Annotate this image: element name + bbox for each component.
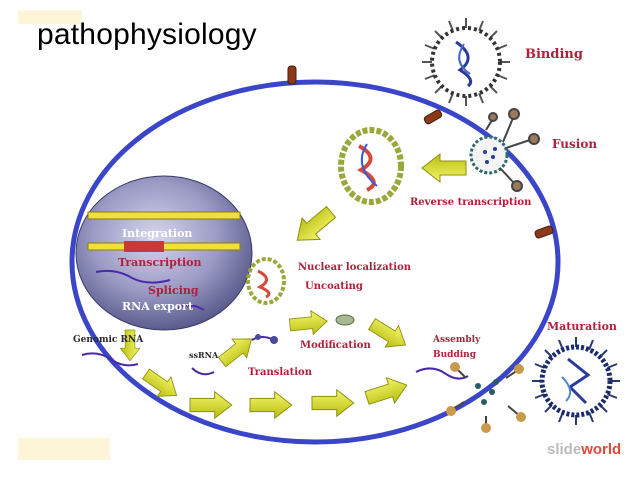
label-reverse-transcription: Reverse transcription [410, 197, 532, 208]
logo-prefix: slide [547, 441, 581, 458]
mature-virion-icon [532, 337, 620, 425]
binding-virus-icon [422, 18, 510, 106]
label-maturation: Maturation [547, 320, 617, 333]
label-nuclear-localization: Nuclear localization [298, 262, 412, 273]
logo-accent: world [581, 441, 621, 458]
slide-title: pathophysiology [37, 18, 257, 52]
arrow-to-nucleus [288, 201, 340, 251]
dna-strand-upper [88, 212, 240, 219]
label-uncoating: Uncoating [305, 281, 363, 292]
label-rna-export: RNA export [122, 300, 194, 313]
nuclear-localization-capsid [248, 259, 284, 303]
membrane-receptor [288, 66, 296, 84]
modified-protein [336, 315, 354, 325]
integrated-provirus [124, 241, 164, 252]
translated-protein [252, 334, 278, 344]
arrow-cyto-3 [250, 392, 292, 419]
slideworld-logo: slideworld [547, 441, 621, 458]
label-transcription: Transcription [118, 256, 201, 269]
label-assembly: Assembly [432, 335, 481, 345]
budding-virion-icon [446, 362, 526, 433]
label-modification: Modification [300, 340, 371, 351]
reverse-transcription-capsid [341, 130, 401, 202]
label-ssrna: ssRNA [189, 350, 219, 360]
label-fusion: Fusion [552, 137, 597, 151]
arrow-cyto-2 [190, 392, 232, 419]
label-genomic-rna: Genomic RNA [73, 335, 144, 345]
arrow-fusion-to-reverse-transcription [422, 154, 466, 182]
arrow-modification [289, 309, 329, 337]
label-translation: Translation [248, 367, 313, 378]
arrow-to-assembly [365, 313, 412, 355]
label-splicing: Splicing [148, 284, 199, 297]
ssrna-strand [192, 368, 214, 374]
membrane-receptor [423, 109, 443, 125]
arrow-to-modification [215, 330, 259, 372]
label-integration: Integration [122, 227, 192, 240]
fusion-virus-icon [471, 137, 507, 173]
label-binding: Binding [525, 47, 583, 62]
label-budding: Budding [433, 350, 477, 360]
membrane-receptor [534, 225, 554, 239]
arrow-cyto-5 [363, 372, 411, 410]
arrow-cyto-4 [312, 390, 354, 417]
